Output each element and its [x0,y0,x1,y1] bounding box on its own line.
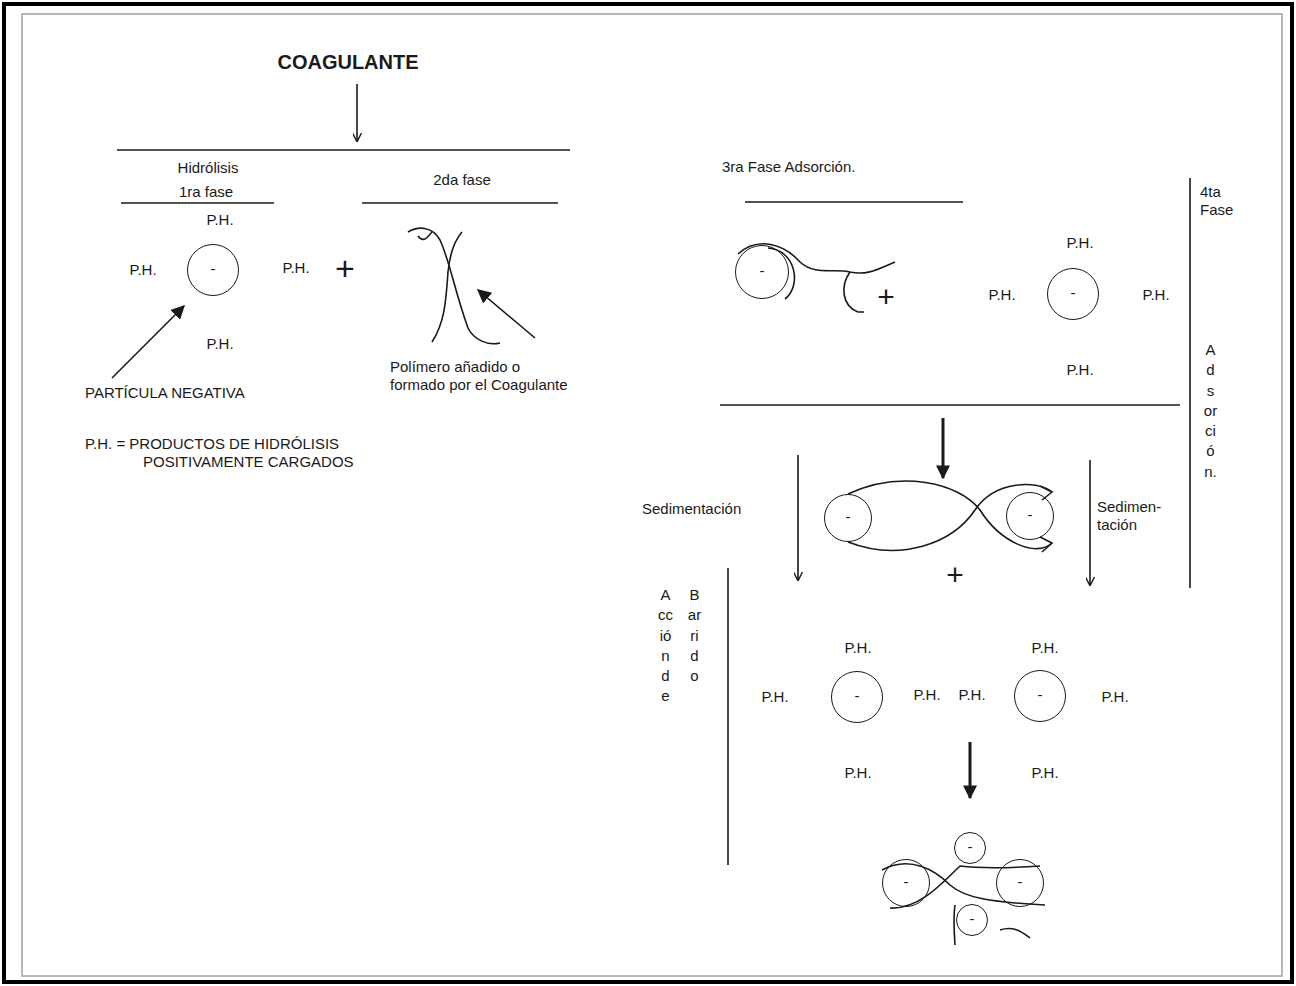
text-label: P.H. = PRODUCTOS DE HIDRÓLISIS POSITIVAM… [85,435,405,471]
text-label: P.H. [844,764,871,782]
vertical-label: Barrido [687,585,702,686]
polymer-chain [882,864,1045,905]
particle-circle: - [954,832,986,864]
text-label: P.H. [1066,361,1093,379]
settling-arrow [797,455,799,580]
polymer-bridge [848,481,1052,549]
phase-rule [121,202,274,204]
polymer-chain [432,232,462,342]
text-label: Hidrólisis [178,159,239,177]
text-label: P.H. [1031,639,1058,657]
text-label: 2da fase [433,171,491,189]
text-label: PARTÍCULA NEGATIVA [85,384,245,402]
coagulant-arrow [356,84,358,141]
text-label: P.H. [282,259,309,277]
text-label: P.H. [1142,286,1169,304]
charge-sign: - [1018,874,1023,889]
charge-sign: - [904,874,909,889]
charge-sign: - [1028,507,1033,522]
polymer-chain [408,228,500,344]
split-line [117,149,570,151]
text-label: P.H. [913,686,940,704]
text-label: P.H. [761,688,788,706]
charge-sign: - [855,688,860,703]
inner-frame [22,14,1282,976]
polymer-chain [1000,929,1030,938]
text-label: P.H. [1101,688,1128,706]
text-label: 4ta Fase [1200,183,1222,219]
leader-arrow [478,290,535,338]
text-label: P.H. [206,335,233,353]
plus-sign: + [946,557,964,593]
step-arrow [942,418,945,478]
polymer-chain [954,905,955,945]
text-label: P.H. [129,261,156,279]
polymer-bridge [848,485,1052,551]
particle-circle: - [1014,670,1066,722]
text-label: Sedimentación [642,500,741,518]
particle-circle: - [831,671,883,723]
charge-sign: - [970,911,975,926]
diagram-title: COAGULANTE [277,50,418,74]
text-label: Polímero añadido o formado por el Coagul… [390,358,574,394]
text-label: P.H. [988,286,1015,304]
phase-rule [362,202,558,204]
particle-circle: - [735,245,789,299]
particle-circle: - [187,244,239,296]
particle-circle: - [1047,268,1099,320]
polymer-end [1040,537,1052,552]
charge-sign: - [846,509,851,524]
text-label: 1ra fase [179,183,233,201]
particle-circle: - [1006,492,1054,540]
text-label: P.H. [206,211,233,229]
vertical-label: Adsorción. [1203,340,1218,482]
phase-rule [720,404,1180,406]
phase-rule [745,201,963,203]
outer-frame [4,4,1292,982]
text-label: P.H. [1031,764,1058,782]
charge-sign: - [211,261,216,276]
charge-sign: - [760,263,765,278]
phase-divider [727,568,729,865]
phase-divider [1189,178,1191,588]
polymer-chain [890,866,1040,908]
polymer-chain [768,248,794,299]
text-label: P.H. [844,639,871,657]
settling-arrow [1089,460,1091,585]
charge-sign: - [968,839,973,854]
plus-sign: + [335,248,355,289]
polymer-chain [844,272,864,312]
particle-circle: - [956,904,988,936]
text-label: P.H. [1066,234,1093,252]
particle-circle: - [824,494,872,542]
particle-circle: - [996,859,1044,907]
text-label: 3ra Fase Adsorción. [722,158,855,176]
charge-sign: - [1071,285,1076,300]
text-label: Sedimen- tación [1097,498,1167,534]
leader-arrow [112,306,184,378]
charge-sign: - [1038,687,1043,702]
polymer-chain [418,232,432,239]
particle-circle: - [882,859,930,907]
step-arrow [969,742,972,798]
text-label: P.H. [958,686,985,704]
polymer-end [1040,486,1052,500]
plus-sign: + [877,279,895,315]
vertical-label: Acción de [658,585,673,707]
